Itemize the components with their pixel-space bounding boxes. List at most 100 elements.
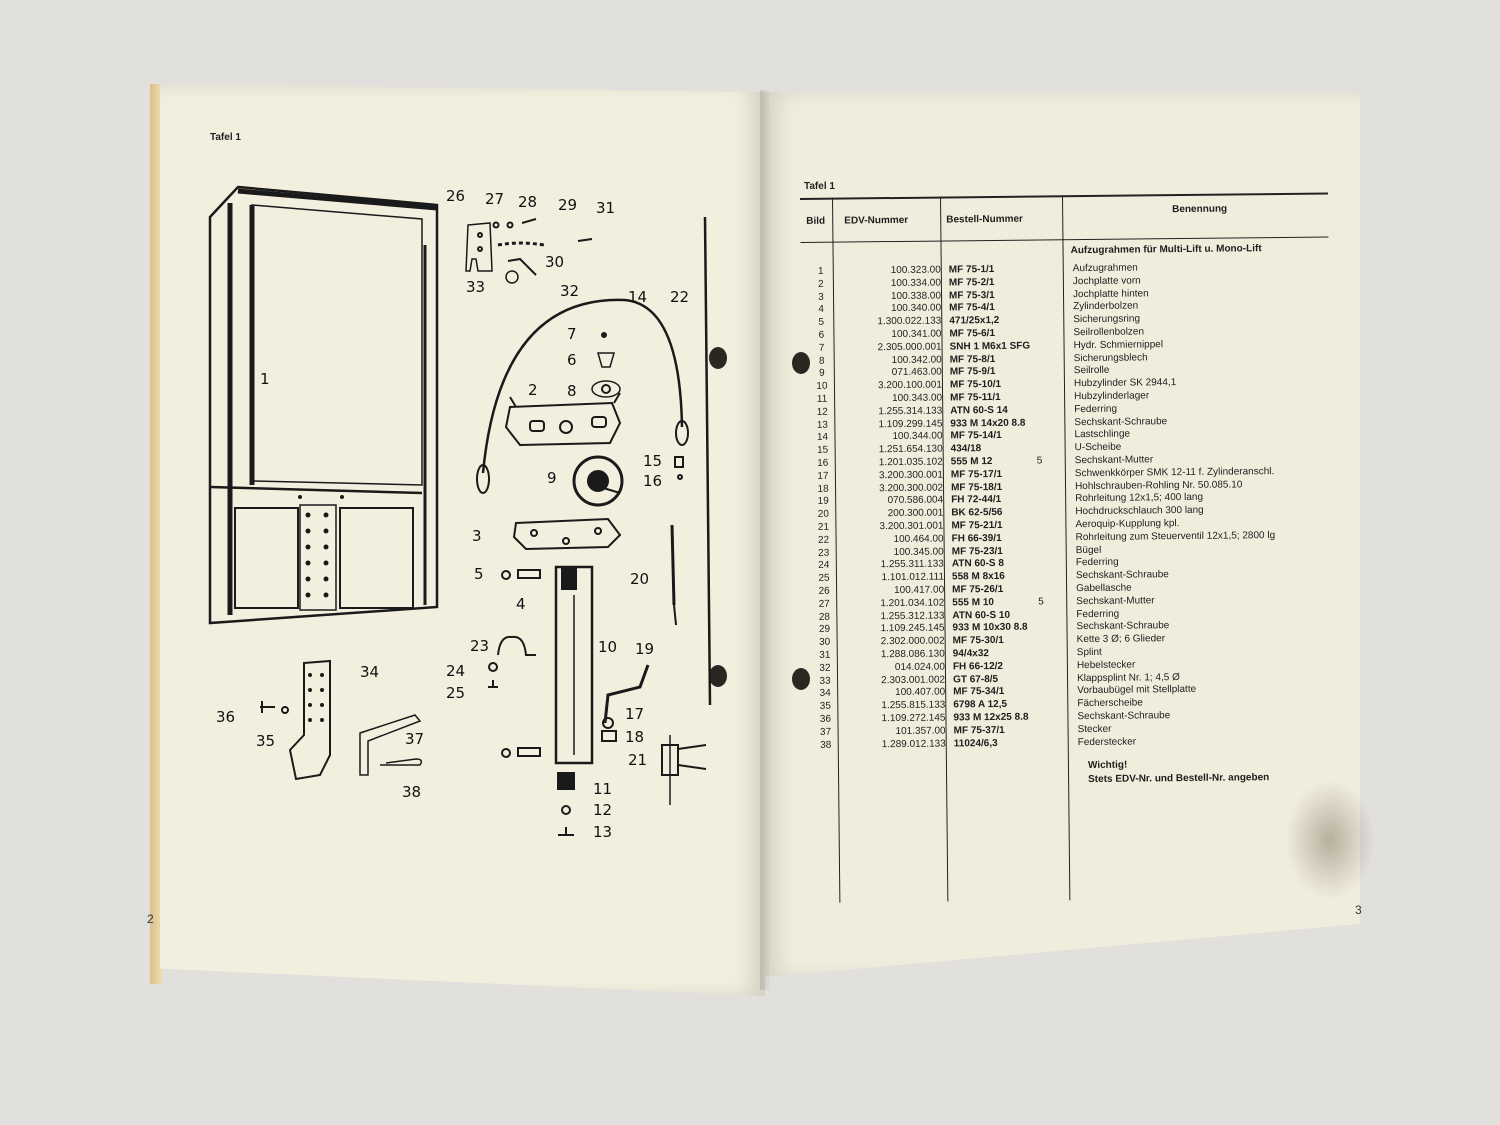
cell-edv: 100.343.00 bbox=[891, 392, 943, 405]
page-fold bbox=[760, 90, 770, 990]
callout-20: 20 bbox=[630, 570, 650, 588]
cell-edv: 100.417.00 bbox=[893, 584, 945, 597]
binder-hole bbox=[709, 347, 727, 369]
note-text: Stets EDV-Nr. und Bestell-Nr. angeben bbox=[1088, 772, 1270, 786]
cell-edv: 1.109.299.145 bbox=[878, 418, 943, 430]
cell-bestell: 933 M 12x25 8.8 bbox=[953, 711, 1029, 724]
cell-edv: 070.586.004 bbox=[887, 494, 944, 507]
callout-22: 22 bbox=[670, 288, 690, 306]
cell-bild: 10 bbox=[816, 380, 828, 393]
callout-30: 30 bbox=[545, 253, 565, 271]
cell-bestell: MF 75-3/1 bbox=[948, 289, 995, 302]
callout-2: 2 bbox=[528, 381, 538, 399]
callout-31: 31 bbox=[596, 199, 616, 217]
cell-edv: 2.305.000.001 bbox=[877, 341, 942, 353]
cell-bild: 6 bbox=[818, 329, 825, 341]
cell-benennung: Aeroquip-Kupplung kpl. bbox=[1075, 518, 1180, 531]
cell-bild: 29 bbox=[818, 624, 831, 636]
cell-benennung: Sechskant-Schraube bbox=[1077, 710, 1171, 723]
cell-bild: 20 bbox=[817, 508, 829, 521]
cell-bild: 7 bbox=[818, 342, 825, 354]
cell-bild: 25 bbox=[818, 572, 830, 585]
callout-8: 8 bbox=[567, 382, 577, 400]
cell-bestell: MF 75-23/1 bbox=[951, 545, 1003, 558]
cell-bestell: SNH 1 M6x1 SFG bbox=[949, 340, 1031, 353]
cell-edv: 100.342.00 bbox=[891, 354, 942, 366]
cell-edv: 101.357.00 bbox=[895, 725, 946, 737]
cell-edv: 014.024.00 bbox=[894, 661, 945, 673]
cell-benennung: Fächerscheibe bbox=[1077, 697, 1143, 710]
cell-benennung: Splint bbox=[1076, 646, 1102, 659]
cell-benennung: Sechskant-Schraube bbox=[1075, 569, 1169, 582]
cell-benennung: Seilrolle bbox=[1073, 365, 1110, 377]
cell-bestell: MF 75-26/1 bbox=[952, 583, 1004, 596]
cell-benennung: Jochplatte hinten bbox=[1072, 287, 1149, 300]
cell-edv: 100.345.00 bbox=[893, 546, 944, 558]
cell-bestell: ATN 60-S 8 bbox=[951, 558, 1004, 570]
callout-27: 27 bbox=[485, 190, 505, 208]
cell-edv: 1.255.311.133 bbox=[880, 558, 944, 571]
callout-6: 6 bbox=[567, 351, 577, 369]
cell-bild: 37 bbox=[819, 726, 832, 738]
header-edv: EDV-Nummer bbox=[844, 214, 909, 227]
cell-benennung: Schwenkkörper SMK 12-11 f. Zylinderansch… bbox=[1074, 465, 1275, 479]
cell-bild: 23 bbox=[818, 547, 830, 559]
cell-bild: 35 bbox=[819, 700, 831, 713]
cell-bild: 12 bbox=[816, 406, 828, 418]
cell-bestell: BK 62-5/56 bbox=[951, 507, 1003, 519]
cell-bild: 11 bbox=[816, 393, 828, 405]
cell-bestell: FH 72-44/1 bbox=[951, 494, 1002, 506]
cell-bild: 8 bbox=[818, 355, 825, 367]
cell-benennung: Federstecker bbox=[1077, 736, 1137, 748]
cell-bestell: ATN 60-S 14 bbox=[950, 404, 1008, 417]
cell-bestell: 94/4x32 bbox=[952, 648, 989, 660]
cell-benennung: Hochdruckschlauch 300 lang bbox=[1075, 504, 1204, 518]
cell-benennung: Zylinderbolzen bbox=[1073, 300, 1139, 313]
cell-bestell: FH 66-39/1 bbox=[951, 532, 1002, 545]
cell-bestell: MF 75-6/1 bbox=[949, 327, 996, 340]
cell-bestell: GT 67-8/5 bbox=[952, 673, 999, 686]
cell-bild: 9 bbox=[819, 368, 825, 380]
cell-edv: 100.334.00 bbox=[890, 277, 941, 289]
cell-bestell: MF 75-11/1 bbox=[950, 391, 1001, 404]
callout-24: 24 bbox=[446, 662, 466, 680]
callout-15: 15 bbox=[643, 452, 663, 470]
callout-5: 5 bbox=[474, 565, 484, 583]
cell-bild: 18 bbox=[817, 483, 829, 495]
cell-extra: 5 bbox=[1038, 596, 1044, 608]
cell-edv: 200.300.001 bbox=[887, 507, 944, 520]
cell-benennung: Stecker bbox=[1077, 723, 1112, 735]
stain bbox=[1285, 780, 1375, 900]
cell-benennung: Sechskant-Mutter bbox=[1074, 454, 1154, 467]
callout-14: 14 bbox=[628, 288, 648, 306]
cell-bild: 16 bbox=[817, 457, 829, 469]
cell-bestell: ATN 60-S 10 bbox=[952, 609, 1011, 622]
callout-23: 23 bbox=[470, 637, 490, 655]
callout-10: 10 bbox=[598, 638, 618, 656]
cell-edv: 1.109.245.145 bbox=[880, 622, 945, 635]
cell-bild: 24 bbox=[818, 560, 830, 572]
cell-bestell: 6798 A 12,5 bbox=[953, 699, 1008, 711]
cell-bestell: 11024/6,3 bbox=[953, 737, 998, 750]
cell-bestell: MF 75-9/1 bbox=[949, 366, 996, 378]
cell-benennung: Sicherungsring bbox=[1073, 313, 1141, 326]
cell-edv: 100.323.00 bbox=[890, 264, 941, 277]
cell-bestell: MF 75-34/1 bbox=[953, 686, 1005, 698]
cell-edv: 1.300.022.133 bbox=[877, 315, 942, 328]
cell-bild: 4 bbox=[818, 304, 825, 316]
cell-bild: 28 bbox=[818, 611, 831, 623]
cell-bestell: MF 75-14/1 bbox=[950, 430, 1002, 442]
cell-bild: 3 bbox=[818, 291, 824, 303]
cell-bestell: MF 75-1/1 bbox=[948, 263, 995, 276]
left-page-number: 2 bbox=[147, 912, 154, 926]
cell-benennung: Federring bbox=[1074, 403, 1118, 415]
cell-bestell: 933 M 10x30 8.8 bbox=[952, 622, 1028, 634]
cell-edv: 1.255.314.133 bbox=[878, 405, 943, 417]
cell-benennung: Vorbaubügel mit Stellplatte bbox=[1077, 684, 1197, 697]
cell-bild: 21 bbox=[817, 521, 830, 533]
callout-38: 38 bbox=[402, 783, 422, 801]
binder-hole bbox=[709, 665, 727, 687]
cell-edv: 100.407.00 bbox=[895, 686, 946, 699]
callout-7: 7 bbox=[567, 325, 577, 343]
